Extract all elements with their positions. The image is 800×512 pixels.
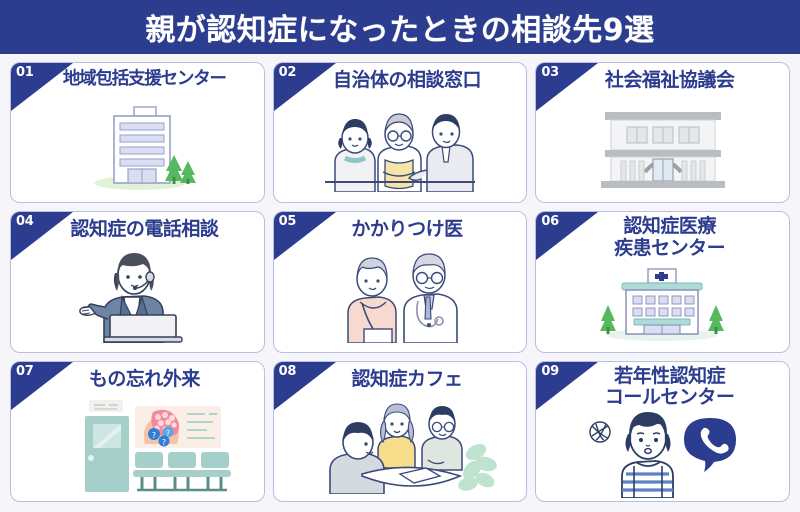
card-07[interactable]: 07 もの忘れ外来 [10, 360, 265, 502]
clinic-waiting-room-icon: ? ? ? [11, 390, 264, 501]
card-05[interactable]: 05 かかりつけ医 [272, 211, 528, 353]
card-08[interactable]: 08 認知症カフェ [272, 360, 528, 502]
card-title-05: かかりつけ医 [351, 218, 463, 241]
header-banner: 親が認知症になったときの相談先9選 [0, 0, 800, 54]
worried-young-man-phone-icon [536, 408, 789, 501]
svg-text:?: ? [162, 438, 166, 447]
three-people-consulting-icon [274, 91, 527, 202]
card-grid: 01 地域包括支援センター [0, 54, 800, 512]
card-02[interactable]: 02 自治体の相談窓口 [272, 62, 528, 204]
card-title-02: 自治体の相談窓口 [332, 69, 482, 91]
hospital-building-icon [536, 259, 789, 352]
card-title-07: もの忘れ外来 [88, 367, 201, 390]
card-title-09: 若年性認知症 コールセンター [604, 364, 735, 408]
civic-building-icon [536, 91, 789, 202]
svg-text:?: ? [152, 431, 156, 440]
page-title: 親が認知症になったときの相談先9選 [145, 13, 655, 48]
card-title-04: 認知症の電話相談 [70, 218, 219, 241]
card-06[interactable]: 06 認知症医療 疾患センター [535, 211, 790, 353]
svg-text:?: ? [166, 429, 170, 438]
group-at-table-icon [274, 390, 527, 501]
card-title-03: 社会福祉協議会 [604, 69, 735, 91]
card-title-08: 認知症カフェ [351, 367, 463, 390]
card-03[interactable]: 03 社会福祉協議会 [535, 62, 790, 204]
call-center-operator-icon [11, 241, 264, 352]
office-building-icon [11, 90, 264, 203]
card-title-06: 認知症医療 疾患センター [614, 215, 726, 259]
card-01[interactable]: 01 地域包括支援センター [10, 62, 265, 204]
card-09[interactable]: 09 若年性認知症 コールセンター [535, 360, 790, 502]
card-04[interactable]: 04 認知症の電話相談 [10, 211, 265, 353]
doctor-and-patient-icon [274, 241, 527, 352]
card-title-01: 地域包括支援センター [62, 69, 227, 89]
